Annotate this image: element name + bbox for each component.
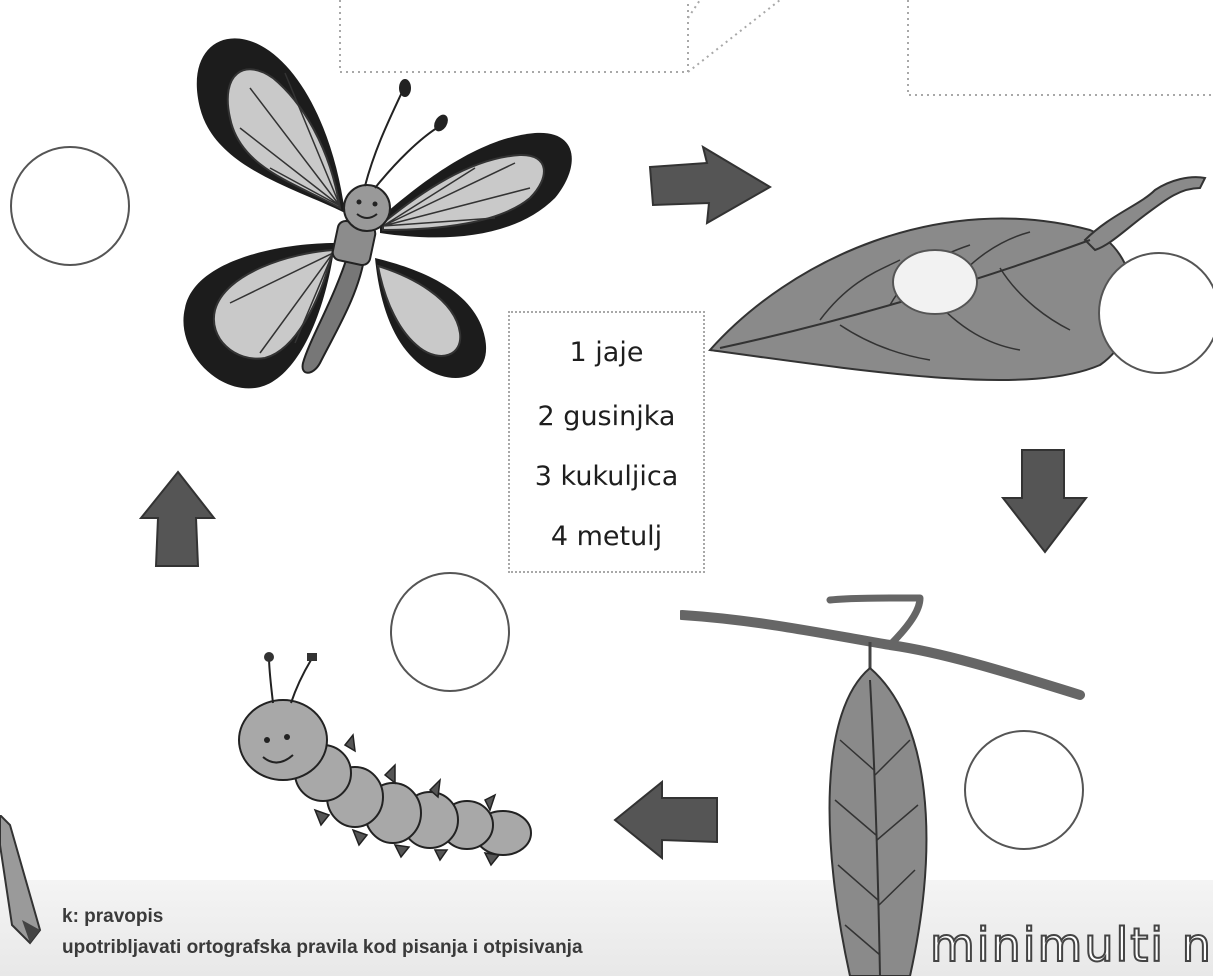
answer-circle-egg[interactable] (1098, 252, 1213, 374)
answer-circle-caterpillar[interactable] (390, 572, 510, 692)
footer-subject: k: pravopis (62, 906, 163, 928)
legend-item-caterpillar: 2 gusinjka (510, 401, 703, 432)
brand-logo: minimulti n (930, 918, 1213, 972)
stage-legend: 1 jaje 2 gusinjka 3 kukuljica 4 metulj (508, 311, 705, 573)
arrow-icon-up (138, 470, 218, 570)
legend-item-pupa: 3 kukuljica (510, 461, 703, 492)
caterpillar-icon (235, 645, 535, 867)
pencil-icon (0, 815, 45, 945)
arrow-icon-down (1000, 448, 1090, 554)
footer-objective: upotribljavati ortografska pravila kod p… (62, 937, 583, 959)
answer-circle-butterfly[interactable] (10, 146, 130, 266)
legend-item-egg: 1 jaje (510, 337, 703, 368)
answer-circle-pupa[interactable] (964, 730, 1084, 850)
legend-item-butterfly: 4 metulj (510, 521, 703, 552)
